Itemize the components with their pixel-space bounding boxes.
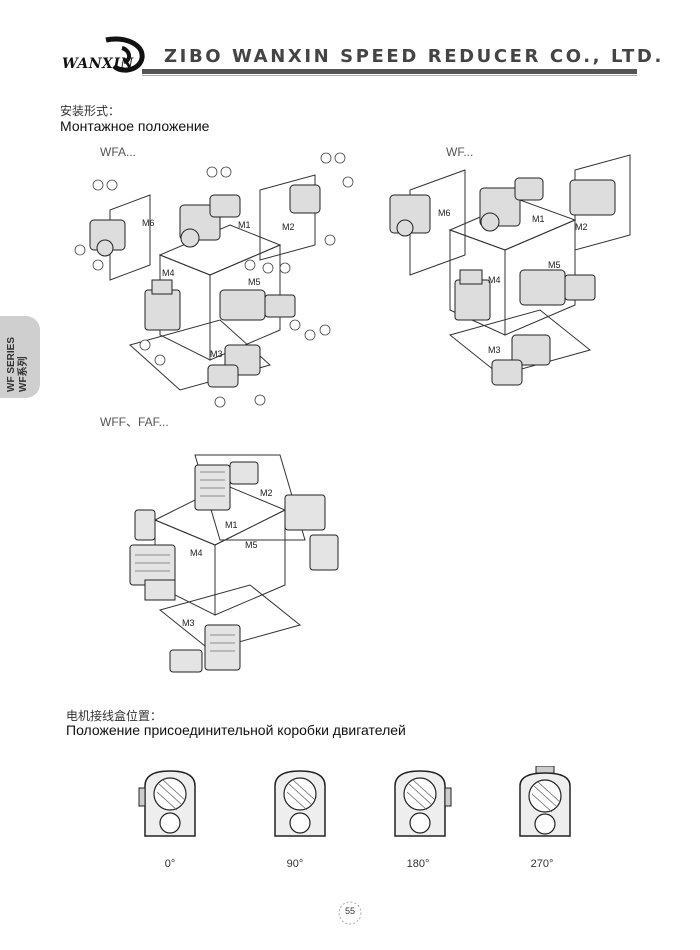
diagram-label-wf: WF... — [446, 145, 474, 159]
mounting-title-zh: 安装形式： — [60, 104, 121, 118]
mounting-diagram-wfa: M1 M2 M3 M4 M5 M6 — [74, 152, 354, 408]
header-rule-thin — [142, 75, 637, 76]
wf-label-m6: M6 — [438, 208, 451, 218]
diagram-label-wfa: WFA... — [100, 145, 136, 159]
mounting-title-ru: Монтажное положение — [60, 118, 210, 134]
wfa-label-m2: M2 — [282, 222, 295, 232]
page-header: WANXIN ZIBO WANXIN SPEED REDUCER CO., LT… — [0, 0, 700, 90]
wff-label-m3: M3 — [182, 618, 195, 628]
wfa-label-m3: M3 — [210, 349, 223, 359]
terminal-box-title-ru: Положение присоединительной коробки двиг… — [66, 722, 406, 738]
wf-label-m3: M3 — [488, 345, 501, 355]
series-side-tab-text: WF SERIES WF系列 — [6, 337, 30, 392]
wf-label-m2: M2 — [575, 222, 588, 232]
angle-label-180: 180° — [406, 858, 430, 870]
series-side-tab — [0, 316, 40, 398]
wff-label-m4: M4 — [190, 548, 203, 558]
wff-label-m2: M2 — [260, 488, 273, 498]
mounting-diagram-wff-faf: M1 M2 M3 M4 M5 — [129, 454, 339, 673]
terminal-box-90deg-diagram — [274, 770, 326, 837]
wfa-label-m4: M4 — [162, 268, 175, 278]
wff-label-m1: M1 — [225, 520, 238, 530]
mounting-diagram-wf: M1 M2 M3 M4 M5 M6 — [389, 154, 631, 386]
wfa-label-m5: M5 — [248, 277, 261, 287]
page-number: 55 — [344, 906, 355, 916]
wfa-label-m6: M6 — [142, 218, 155, 228]
logo-swirl-icon — [105, 36, 145, 73]
company-logo: WANXIN — [62, 34, 154, 82]
terminal-box-270deg-diagram — [519, 766, 571, 837]
angle-label-0: 0° — [164, 858, 176, 870]
page-number-badge-icon — [338, 901, 362, 925]
series-side-tab-line2: WF系列 — [18, 356, 29, 392]
header-rule — [142, 69, 637, 74]
wfa-label-m1: M1 — [238, 220, 251, 230]
wf-label-m4: M4 — [488, 275, 501, 285]
company-name: ZIBO WANXIN SPEED REDUCER CO., LTD. — [164, 46, 664, 67]
wf-label-m5: M5 — [548, 260, 561, 270]
logo-text: WANXIN — [62, 56, 134, 72]
terminal-box-0deg-diagram — [138, 770, 196, 837]
series-side-tab-line1: WF SERIES — [6, 336, 17, 392]
angle-label-90: 90° — [286, 858, 304, 870]
wf-label-m1: M1 — [532, 214, 545, 224]
terminal-box-180deg-diagram — [394, 770, 452, 837]
terminal-box-title-zh: 电机接线盒位置： — [66, 709, 163, 723]
diagram-label-wff-faf: WFF、FAF... — [100, 415, 169, 429]
angle-label-270: 270° — [530, 858, 554, 870]
wff-label-m5: M5 — [245, 540, 258, 550]
